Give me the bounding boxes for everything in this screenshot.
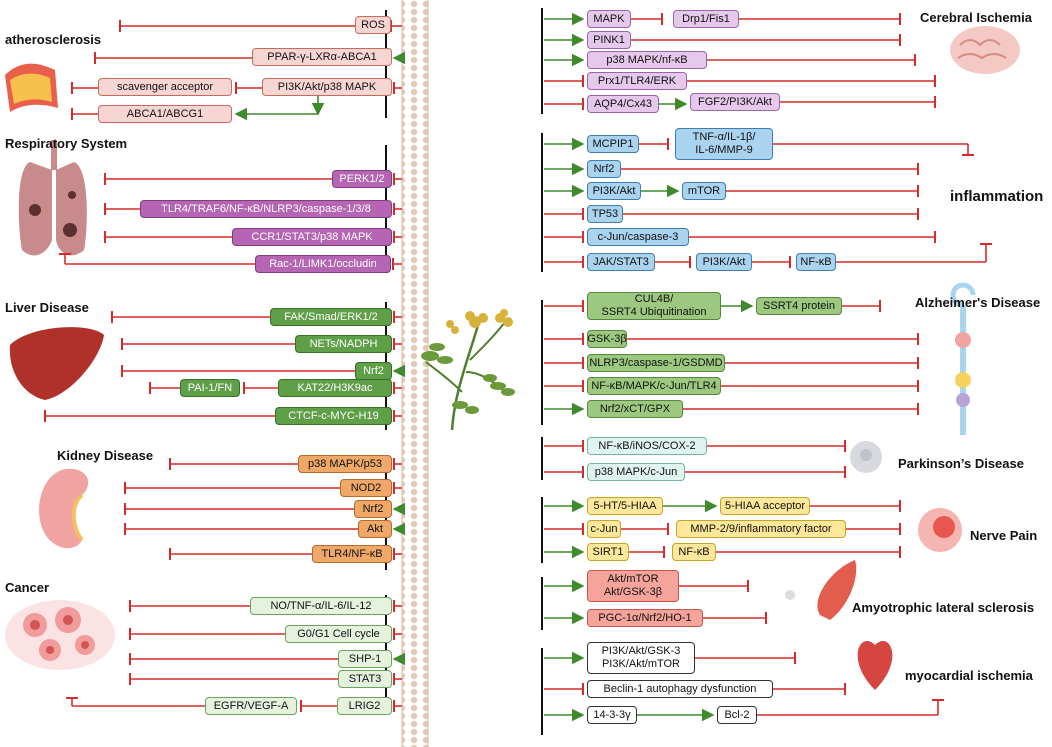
pi3k-gsk3-box-line-1: PI3K/Akt/GSK-3: [601, 645, 681, 657]
ssrt4-protein-box: SSRT4 protein: [756, 297, 842, 315]
pai1-box: PAI-1/FN: [180, 379, 240, 397]
5hiaa-acceptor-box: 5-HIAA acceptor: [720, 497, 810, 515]
nfkb-mapk-box: NF-κB/MAPK/c-Jun/TLR4: [587, 377, 721, 395]
nrf2-infl-box: Nrf2: [587, 160, 621, 178]
tlr4-traf6-box: TLR4/TRAF6/NF-κB/NLRP3/caspase-1/3/8: [140, 200, 392, 218]
cells-illustration: [5, 600, 115, 670]
jak-stat3-box: JAK/STAT3: [587, 253, 655, 271]
nets-box: NETs/NADPH: [295, 335, 392, 353]
perk-box: PERK1/2: [332, 170, 392, 188]
gsk3b-box: GSK-3β: [587, 330, 627, 348]
pi3k-akt-infl2-box: PI3K/Akt: [696, 253, 752, 271]
nlrp3-box: NLRP3/caspase-1/GSDMD: [587, 354, 725, 372]
g0g1-box: G0/G1 Cell cycle: [285, 625, 392, 643]
sirt1-box: SIRT1: [587, 543, 629, 561]
cul4b-box-line-1: CUL4B/: [634, 293, 674, 305]
kidney-illustration: [39, 468, 89, 549]
heading-atherosclerosis: atherosclerosis: [5, 32, 102, 47]
egfr-box: EGFR/VEGF-A: [205, 697, 297, 715]
nfkb-pain-box: NF-κB: [672, 543, 716, 561]
heading-kidney: Kidney Disease: [57, 448, 154, 463]
lrig2-box: LRIG2: [337, 697, 392, 715]
heart-illustration: [857, 641, 893, 690]
fgf2-box: FGF2/PI3K/Akt: [690, 93, 780, 111]
stat3-cancer-box: STAT3: [338, 670, 392, 688]
membrane-strip: [402, 0, 428, 747]
nfkb-infl-box: NF-κB: [796, 253, 836, 271]
cjun-casp-box: c-Jun/caspase-3: [587, 228, 689, 246]
heading-nerve-pain: Nerve Pain: [970, 528, 1038, 543]
heading-inflammation: inflammation: [950, 188, 1044, 205]
p38-p53-box: p38 MAPK/p53: [298, 455, 392, 473]
abca1-abcg1-box: ABCA1/ABCG1: [98, 105, 232, 123]
1433-box: 14-3-3γ: [587, 706, 637, 724]
mapk-box: MAPK: [587, 10, 631, 28]
cjun-pain-box: c-Jun: [587, 520, 621, 538]
head-red-illustration: [918, 508, 962, 552]
akt-kidney-box: Akt: [358, 520, 392, 538]
heading-respiratory: Respiratory System: [5, 136, 128, 151]
pi3k-akt-p38-box: PI3K/Akt/p38 MAPK: [262, 78, 392, 96]
p38-nfkb-box: p38 MAPK/nf-κB: [587, 51, 707, 69]
ros-box: ROS: [355, 16, 391, 34]
scavenger-box: scavenger acceptor: [98, 78, 232, 96]
rac1-box: Rac-1/LIMK1/occludin: [255, 255, 391, 273]
tnf-il-box: TNF-α/IL-1β/IL-6/MMP-9: [675, 128, 773, 160]
nrf2-liver-box: Nrf2: [355, 362, 392, 380]
fak-box: FAK/Smad/ERK1/2: [270, 308, 392, 326]
brain-illustration: [950, 26, 1020, 74]
pgc1a-box: PGC-1α/Nrf2/HO-1: [587, 609, 703, 627]
p38-cjun-box: p38 MAPK/c-Jun: [587, 463, 685, 481]
nfkb-inos-box: NF-κB/iNOS/COX-2: [587, 437, 707, 455]
heading-alzheimers: Alzheimer's Disease: [915, 295, 1041, 310]
cul4b-box-line-2: SSRT4 Ubiquitination: [601, 306, 707, 318]
drp1-box: Drp1/Fis1: [673, 10, 739, 28]
mmp-box: MMP-2/9/inflammatory factor: [676, 520, 846, 538]
pi3k-akt-infl-box: PI3K/Akt: [587, 182, 641, 200]
nod2-box: NOD2: [340, 479, 392, 497]
neuron-illustration: [950, 282, 976, 435]
ctcf-box: CTCF-c-MYC-H19: [275, 407, 392, 425]
tnf-il-box-line-2: IL-6/MMP-9: [695, 144, 753, 156]
heading-cerebral: Cerebral Ischemia: [920, 10, 1033, 25]
lungs-illustration: [18, 140, 87, 256]
heading-myocardial: myocardial ischemia: [905, 668, 1033, 683]
shp1-box: SHP-1: [338, 650, 392, 668]
ccr1-box: CCR1/STAT3/p38 MAPK: [232, 228, 392, 246]
head-illustration: [850, 441, 882, 473]
tp53-box: TP53: [587, 205, 623, 223]
ppar-box: PPAR-γ-LXRα-ABCA1: [252, 48, 392, 66]
aqp4-box: AQP4/Cx43: [587, 95, 659, 113]
liver-illustration: [9, 327, 104, 400]
prx1-box: Prx1/TLR4/ERK: [587, 72, 687, 90]
bcl2-box: Bcl-2: [717, 706, 757, 724]
kat22-box: KAT22/H3K9ac: [278, 379, 392, 397]
heading-als: Amyotrophic lateral sclerosis: [852, 600, 1035, 615]
beclin1-box: Beclin-1 autophagy dysfunction: [587, 680, 773, 698]
nrf2-kidney-box: Nrf2: [354, 500, 392, 518]
akt-mtor-box-line-1: Akt/mTOR: [607, 573, 659, 585]
pink1-box: PINK1: [587, 31, 631, 49]
mcpip1-box: MCPIP1: [587, 135, 639, 153]
nrf2-xct-box: Nrf2/xCT/GPX: [587, 400, 683, 418]
cul4b-box: CUL4B/SSRT4 Ubiquitination: [587, 292, 721, 320]
heading-liver: Liver Disease: [5, 300, 89, 315]
mtor-box: mTOR: [682, 182, 726, 200]
heading-parkinsons: Parkinson’s Disease: [898, 456, 1024, 471]
tlr4-nfkb-box: TLR4/NF-κB: [312, 545, 392, 563]
heading-cancer: Cancer: [5, 580, 50, 595]
akt-mtor-box-line-2: Akt/GSK-3β: [603, 586, 663, 598]
muscle-illustration: [785, 560, 857, 620]
plant-illustration: [421, 309, 515, 431]
tnf-il-box-line-1: TNF-α/IL-1β/: [692, 131, 756, 143]
artery-illustration: [5, 63, 58, 112]
pi3k-gsk3-box-line-2: PI3K/Akt/mTOR: [601, 658, 681, 670]
5ht-box: 5-HT/5-HIAA: [587, 497, 663, 515]
no-tnf-box: NO/TNF-α/IL-6/IL-12: [250, 597, 392, 615]
